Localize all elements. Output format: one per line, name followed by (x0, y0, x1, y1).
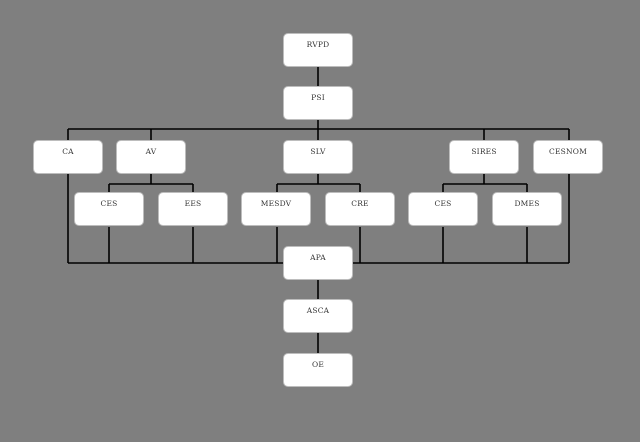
node-slv-mesdv: MESDV (241, 192, 311, 226)
node-apa: APA (283, 246, 353, 280)
node-slv: SLV (283, 140, 353, 174)
node-oe: OE (283, 353, 353, 387)
node-slv-cre: CRE (325, 192, 395, 226)
node-sires: SIRES (449, 140, 519, 174)
node-rvpd: RVPD (283, 33, 353, 67)
node-cesnom: CESNOM (533, 140, 603, 174)
node-av-ees: EES (158, 192, 228, 226)
node-av-ces: CES (74, 192, 144, 226)
node-ca: CA (33, 140, 103, 174)
node-asca: ASCA (283, 299, 353, 333)
node-sires-ces: CES (408, 192, 478, 226)
node-psi: PSI (283, 86, 353, 120)
node-sires-dmes: DMES (492, 192, 562, 226)
node-av: AV (116, 140, 186, 174)
